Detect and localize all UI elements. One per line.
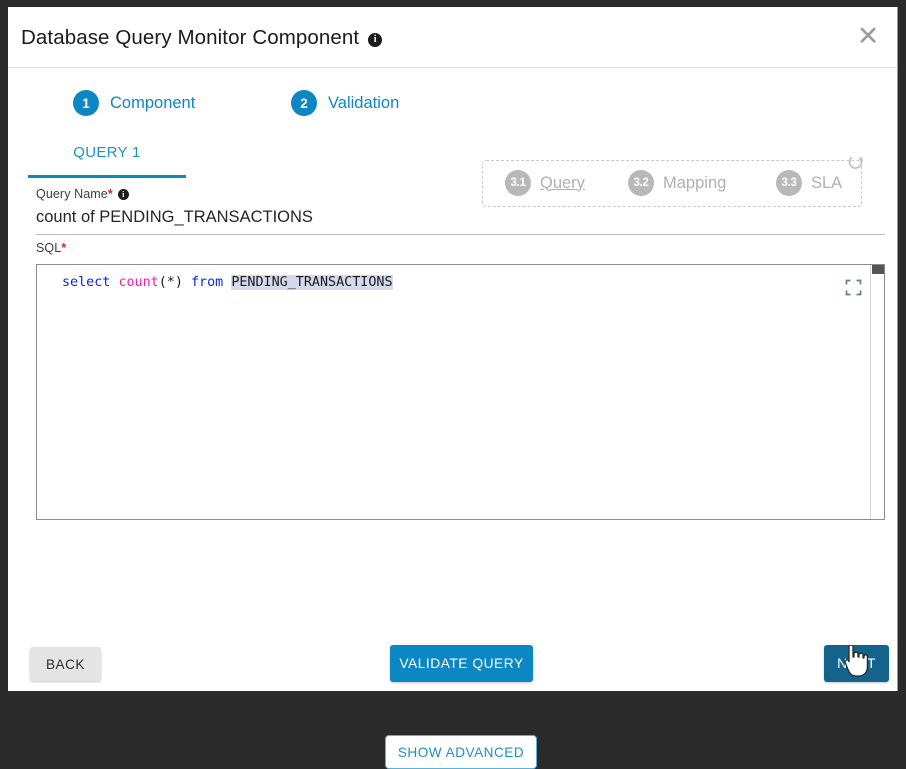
- sql-token-punctuation: (*): [158, 275, 183, 290]
- step-component-label: Component: [110, 93, 196, 112]
- sql-token-keyword: from: [191, 275, 224, 290]
- sql-code-content[interactable]: select count(*) from PENDING_TRANSACTION…: [62, 274, 393, 292]
- step-validation[interactable]: 2 Validation: [291, 90, 399, 116]
- substep-query-label: Query: [540, 173, 585, 192]
- substep-query[interactable]: 3.1 Query: [505, 170, 585, 196]
- refresh-icon[interactable]: [846, 152, 866, 172]
- step-validation-label: Validation: [328, 93, 400, 112]
- info-icon[interactable]: i: [117, 189, 129, 200]
- query-tabs: QUERY 1: [8, 140, 897, 178]
- sql-token-function: count: [118, 275, 159, 290]
- sql-token-table: PENDING_TRANSACTIONS: [231, 275, 393, 290]
- window-backdrop-bottom: [0, 691, 906, 698]
- dialog-header: Database Query Monitor Component i ✕: [8, 7, 897, 68]
- show-advanced-button[interactable]: SHOW ADVANCED: [385, 735, 537, 769]
- info-icon[interactable]: i: [368, 33, 383, 47]
- sql-editor[interactable]: select count(*) from PENDING_TRANSACTION…: [36, 264, 885, 520]
- tab-query-1-label: QUERY 1: [73, 144, 141, 161]
- wizard-stepper: 1 Component 2 Validation 3.1 Query 3.2 M…: [8, 68, 897, 207]
- query-name-input[interactable]: [36, 204, 885, 235]
- window-backdrop-top: [0, 0, 906, 7]
- substep-sla-label: SLA: [811, 173, 843, 192]
- substep-group: 3.1 Query 3.2 Mapping 3.3 SLA: [482, 160, 862, 207]
- query-name-field-group: Query Name* i: [36, 187, 885, 235]
- tab-query-1[interactable]: QUERY 1: [28, 140, 186, 178]
- query-name-label-text: Query Name: [36, 187, 108, 201]
- dialog-title-text: Database Query Monitor Component: [21, 26, 360, 49]
- query-name-label: Query Name* i: [36, 187, 885, 201]
- sql-token-keyword: select: [62, 275, 111, 290]
- sql-label: SQL*: [36, 241, 66, 255]
- substep-query-badge: 3.1: [505, 170, 531, 196]
- component-dialog: Database Query Monitor Component i ✕ 1 Co…: [8, 7, 898, 769]
- back-button[interactable]: BACK: [30, 647, 101, 681]
- dialog-title: Database Query Monitor Component i: [21, 26, 383, 50]
- step-component[interactable]: 1 Component: [73, 90, 195, 116]
- substep-sla[interactable]: 3.3 SLA: [776, 170, 842, 196]
- sql-token-plain: [183, 275, 191, 290]
- step-component-badge: 1: [73, 90, 99, 116]
- substep-mapping-label: Mapping: [663, 173, 727, 192]
- close-icon[interactable]: ✕: [856, 21, 880, 52]
- window-backdrop-left: [0, 0, 8, 698]
- substep-mapping[interactable]: 3.2 Mapping: [628, 170, 726, 196]
- sql-editor-scrollbar[interactable]: [870, 265, 884, 519]
- required-marker: *: [61, 241, 67, 255]
- sql-editor-scrollbar-thumb[interactable]: [872, 265, 884, 274]
- required-marker: *: [107, 187, 113, 201]
- substep-mapping-badge: 3.2: [628, 170, 654, 196]
- next-button[interactable]: NEXT: [824, 645, 889, 682]
- substep-sla-badge: 3.3: [776, 170, 802, 196]
- sql-label-text: SQL: [36, 241, 62, 255]
- step-validation-badge: 2: [291, 90, 317, 116]
- window-backdrop-right: [898, 0, 906, 698]
- validate-query-button[interactable]: VALIDATE QUERY: [390, 645, 533, 682]
- expand-icon[interactable]: [845, 279, 862, 296]
- sql-field-group: SQL*: [36, 241, 66, 255]
